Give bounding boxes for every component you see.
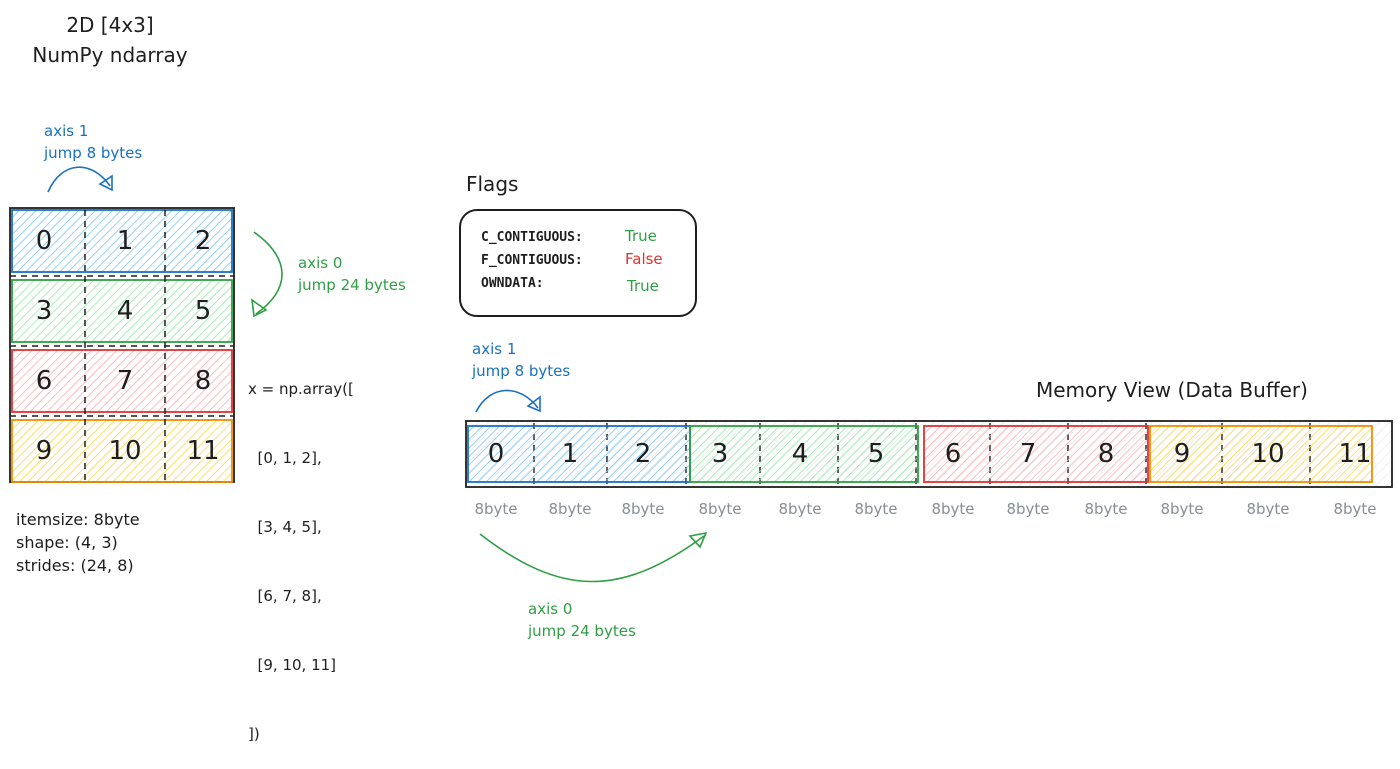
memory-cell: 1	[561, 439, 579, 469]
memory-byte-label: 8byte	[548, 500, 592, 518]
memory-title: Memory View (Data Buffer)	[1036, 378, 1308, 402]
memory-byte-label: 8byte	[1160, 500, 1204, 518]
axis1-matrix-arrowhead	[98, 174, 113, 192]
axis1-matrix-line1: axis 1	[44, 122, 89, 140]
title-line-2: NumPy ndarray	[32, 43, 188, 67]
memory-cell: 4	[791, 439, 809, 469]
flag-value: True	[625, 227, 657, 245]
memory-byte-label: 8byte	[931, 500, 975, 518]
memory-row-group-1	[689, 425, 919, 483]
flags-title: Flags	[466, 172, 519, 196]
matrix-row-0	[11, 209, 233, 273]
memory-byte-label: 8byte	[1084, 500, 1128, 518]
axis0-memory-label: axis 0 jump 24 bytes	[528, 598, 636, 642]
axis0-matrix-arrow	[253, 231, 283, 315]
diagram-shapes	[9, 166, 1393, 583]
memory-byte-label: 8byte	[474, 500, 518, 518]
axis1-memory-line1: axis 1	[472, 340, 517, 358]
axis0-memory-line1: axis 0	[528, 600, 573, 618]
code-block: x = np.array([ [0, 1, 2], [3, 4, 5], [6,…	[248, 332, 354, 769]
flag-key: C_CONTIGUOUS:	[481, 230, 583, 245]
flag-row: F_CONTIGUOUS: False	[481, 250, 681, 272]
itemsize-text: itemsize: 8byte	[16, 510, 140, 529]
code-line: x = np.array([	[248, 380, 354, 398]
memory-cell: 10	[1251, 439, 1285, 469]
axis0-matrix-arrowhead	[250, 298, 268, 318]
memory-row-group-3	[1149, 425, 1373, 483]
code-line: ])	[248, 725, 260, 743]
memory-byte-label: 8byte	[778, 500, 822, 518]
memory-cell: 2	[634, 439, 652, 469]
memory-byte-label: 8byte	[621, 500, 665, 518]
matrix-cell: 5	[194, 296, 212, 326]
axis1-memory-line2: jump 8 bytes	[472, 362, 571, 380]
axis0-matrix-line1: axis 0	[298, 254, 343, 272]
matrix-row-3	[11, 419, 233, 483]
axis0-matrix-line2: jump 24 bytes	[298, 276, 406, 294]
memory-byte-label: 8byte	[1333, 500, 1377, 518]
strides-text: strides: (24, 8)	[16, 556, 134, 575]
memory-cell: 11	[1338, 439, 1372, 469]
axis0-memory-arrow	[479, 533, 705, 583]
flag-key: F_CONTIGUOUS:	[481, 253, 583, 268]
matrix-cell: 10	[108, 436, 142, 466]
memory-cell: 9	[1173, 439, 1191, 469]
memory-cell: 3	[711, 439, 729, 469]
memory-byte-label: 8byte	[1246, 500, 1290, 518]
flag-key: OWNDATA:	[481, 276, 544, 291]
memory-byte-label: 8byte	[698, 500, 742, 518]
axis1-memory-arrow	[475, 389, 539, 413]
axis0-memory-arrowhead	[688, 531, 708, 549]
matrix-row-1	[11, 279, 233, 343]
memory-cell: 7	[1019, 439, 1037, 469]
axis1-memory-label: axis 1 jump 8 bytes	[472, 338, 570, 382]
flag-value: True	[627, 277, 659, 295]
matrix-cell: 0	[35, 226, 53, 256]
axis1-matrix-label: axis 1 jump 8 bytes	[44, 120, 142, 164]
code-line: [0, 1, 2],	[248, 449, 322, 467]
memory-cell: 8	[1097, 439, 1115, 469]
axis1-matrix-line2: jump 8 bytes	[44, 144, 143, 162]
diagram-title: 2D [4x3] NumPy ndarray	[10, 10, 210, 70]
matrix-cell: 8	[194, 366, 212, 396]
code-line: [3, 4, 5],	[248, 518, 322, 536]
matrix-cell: 11	[186, 436, 220, 466]
title-line-1: 2D [4x3]	[66, 13, 154, 37]
memory-row-group-2	[923, 425, 1149, 483]
memory-byte-label: 8byte	[1006, 500, 1050, 518]
matrix-cell: 6	[35, 366, 53, 396]
memory-row-group-0	[467, 425, 691, 483]
memory-cell: 6	[944, 439, 962, 469]
flag-value: False	[625, 250, 663, 268]
axis1-matrix-arrow	[47, 166, 111, 193]
matrix-cell: 3	[35, 296, 53, 326]
axis0-matrix-label: axis 0 jump 24 bytes	[298, 252, 406, 296]
flag-row: C_CONTIGUOUS: True	[481, 227, 681, 249]
flag-row: OWNDATA: True	[481, 273, 681, 295]
matrix-row-2	[11, 349, 233, 413]
matrix-cell: 4	[116, 296, 134, 326]
axis1-memory-arrowhead	[526, 395, 541, 413]
array-properties: itemsize: 8byte shape: (4, 3) strides: (…	[16, 508, 140, 577]
matrix-cell: 1	[116, 226, 134, 256]
code-line: [6, 7, 8],	[248, 587, 322, 605]
matrix-cell: 9	[35, 436, 53, 466]
matrix-cell: 2	[194, 226, 212, 256]
code-line: [9, 10, 11]	[248, 656, 337, 674]
memory-byte-label: 8byte	[854, 500, 898, 518]
shape-text: shape: (4, 3)	[16, 533, 118, 552]
matrix-cell: 7	[116, 366, 134, 396]
axis0-memory-line2: jump 24 bytes	[528, 622, 636, 640]
memory-cell: 5	[867, 439, 885, 469]
memory-cell: 0	[487, 439, 505, 469]
